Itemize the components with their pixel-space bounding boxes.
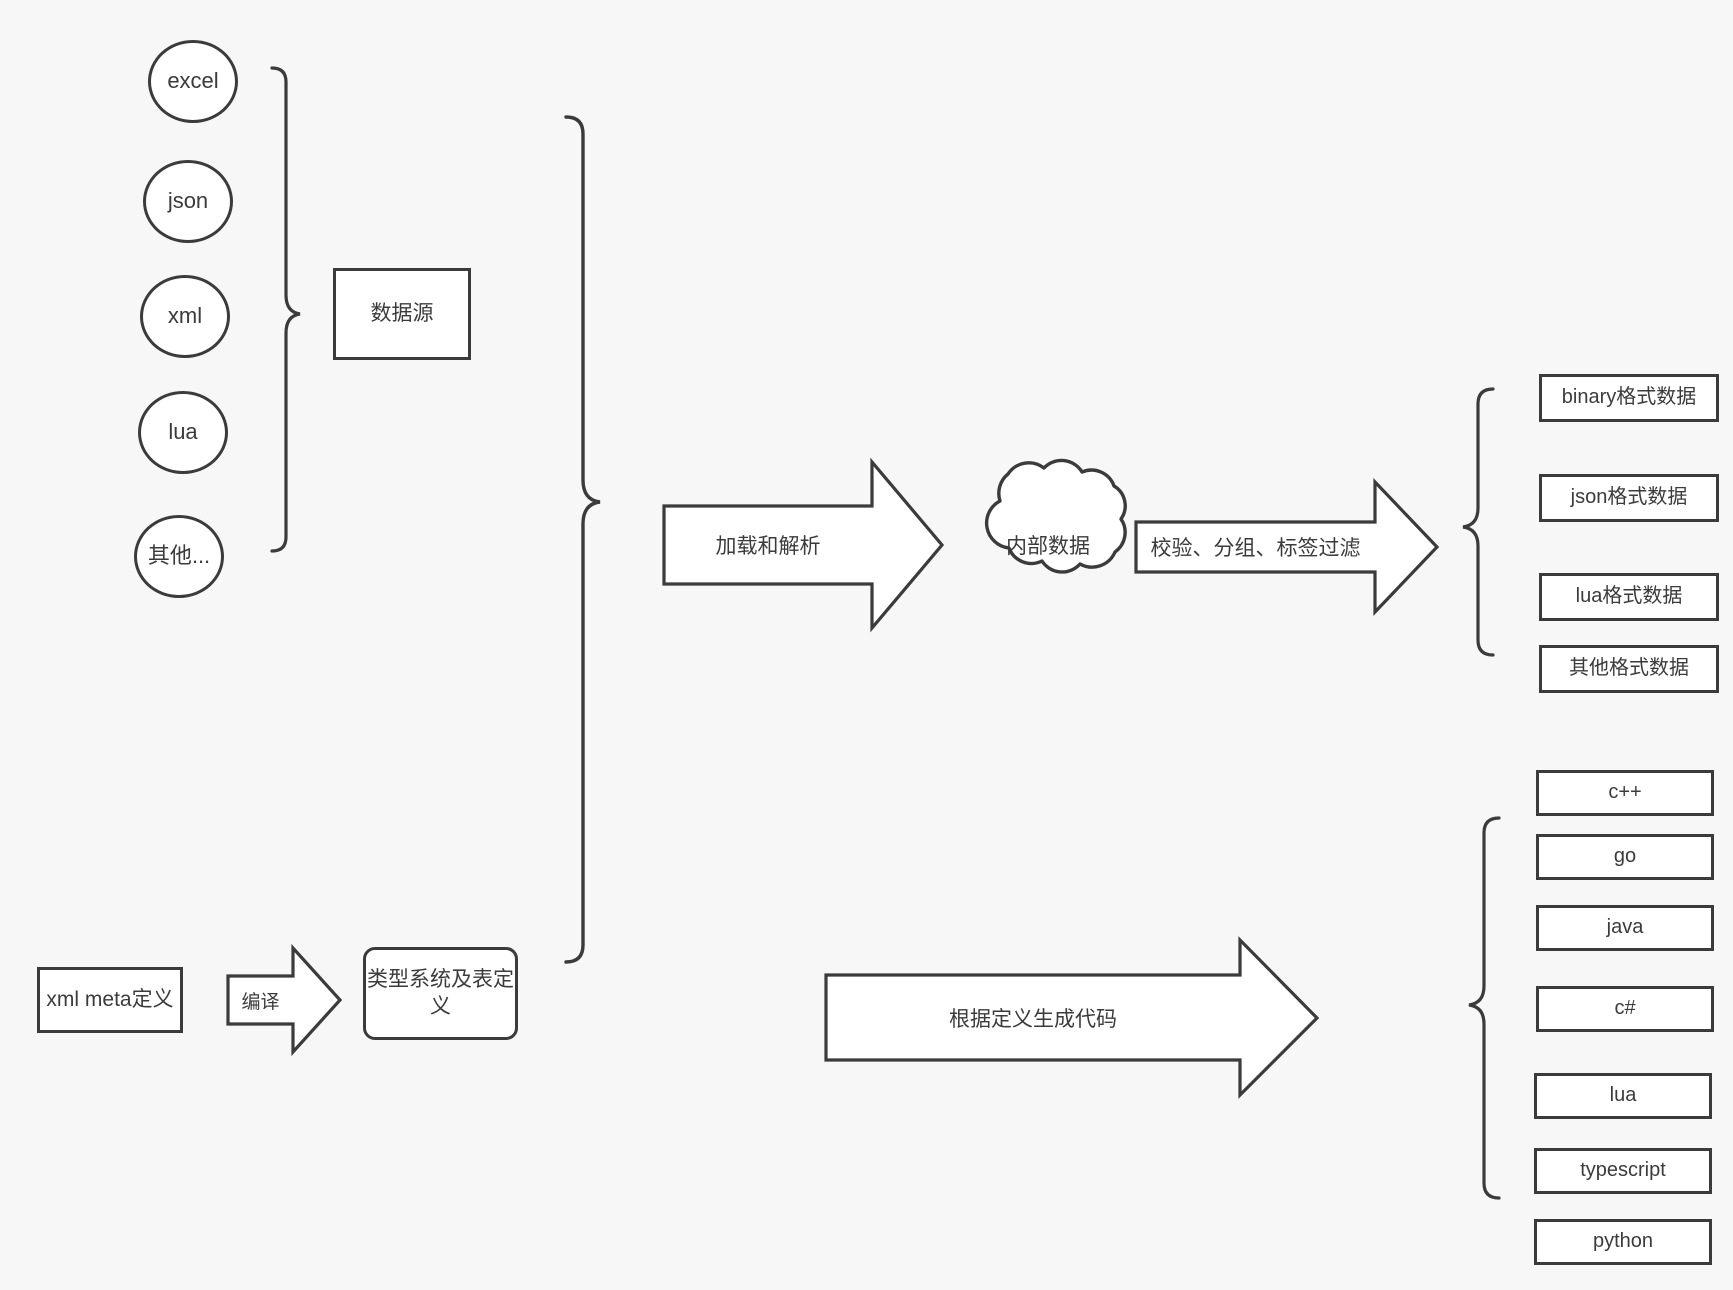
- data-source-label: 数据源: [370, 301, 434, 325]
- internal-data-cloud: [984, 458, 1127, 574]
- output-language-cpp[interactable]: c++: [1536, 770, 1714, 816]
- compile-arrow: [226, 943, 343, 1057]
- output-language-go[interactable]: go: [1536, 834, 1714, 880]
- output-language-lua[interactable]: lua: [1534, 1073, 1712, 1119]
- source-node-excel[interactable]: excel: [148, 40, 238, 123]
- output-language-label: typescript: [1580, 1159, 1666, 1182]
- output-language-python[interactable]: python: [1534, 1219, 1712, 1265]
- load-parse-arrow: [662, 457, 945, 633]
- validate-group-filter-arrow: [1134, 478, 1440, 616]
- source-label: excel: [167, 68, 219, 94]
- source-label: lua: [168, 419, 198, 445]
- data-source-box[interactable]: 数据源: [333, 268, 471, 360]
- output-format-label: binary格式数据: [1561, 386, 1697, 409]
- source-label: xml: [167, 303, 203, 329]
- output-language-csharp[interactable]: c#: [1536, 986, 1714, 1032]
- source-label: json: [167, 188, 209, 214]
- output-format-label: 其他格式数据: [1569, 657, 1689, 680]
- output-format-label: json格式数据: [1570, 486, 1688, 509]
- output-format-lua[interactable]: lua格式数据: [1539, 573, 1719, 621]
- output-language-label: python: [1592, 1230, 1654, 1253]
- output-language-java[interactable]: java: [1536, 905, 1714, 951]
- output-language-label: c++: [1608, 781, 1642, 804]
- source-node-other[interactable]: 其他...: [134, 515, 224, 598]
- internal-data-label: 内部数据: [1006, 535, 1090, 558]
- languages-brace: [1468, 816, 1501, 1200]
- xml-meta-definition-box[interactable]: xml meta定义: [37, 967, 183, 1033]
- codegen-arrow: [824, 936, 1320, 1099]
- output-format-label: lua格式数据: [1575, 585, 1683, 608]
- output-format-json[interactable]: json格式数据: [1539, 474, 1719, 522]
- output-language-label: lua: [1609, 1084, 1637, 1107]
- output-format-other[interactable]: 其他格式数据: [1539, 645, 1719, 693]
- source-node-lua[interactable]: lua: [138, 391, 228, 474]
- output-language-label: go: [1613, 845, 1637, 868]
- inputs-brace: [564, 115, 601, 964]
- sources-brace: [270, 66, 301, 553]
- output-language-label: java: [1606, 916, 1644, 939]
- output-format-binary[interactable]: binary格式数据: [1539, 374, 1719, 422]
- source-node-xml[interactable]: xml: [140, 275, 230, 358]
- output-language-typescript[interactable]: typescript: [1534, 1148, 1712, 1194]
- output-language-label: c#: [1614, 997, 1636, 1020]
- xml-meta-definition-label: xml meta定义: [46, 987, 174, 1011]
- type-system-label: 类型系统及表定义: [367, 967, 514, 1018]
- source-node-json[interactable]: json: [143, 160, 233, 243]
- type-system-box[interactable]: 类型系统及表定义: [363, 947, 518, 1040]
- source-label: 其他...: [147, 543, 211, 569]
- data-formats-brace: [1462, 387, 1495, 657]
